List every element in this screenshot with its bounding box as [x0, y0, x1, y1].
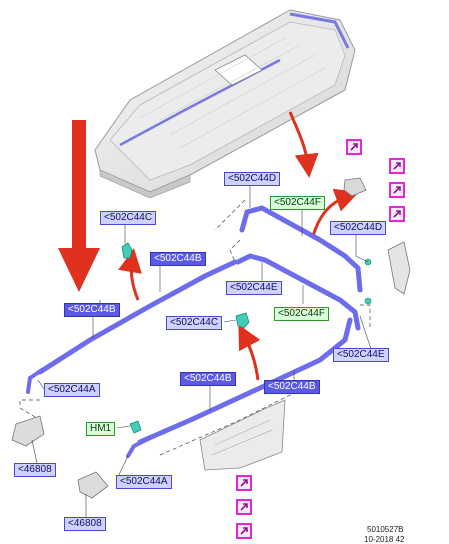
label-hm1[interactable]: HM1: [86, 422, 116, 436]
label-502c44e-mid[interactable]: <502C44E: [226, 281, 282, 295]
label-502c44c-top[interactable]: <502C44C: [100, 211, 157, 225]
bracket-part-icon-left-a: [11, 415, 45, 447]
link-pink-icon-2[interactable]: [389, 158, 405, 174]
label-502c44b-low2[interactable]: <502C44B: [264, 380, 320, 394]
bracket-part-icon-top: [343, 177, 367, 197]
vehicle-roof-illustration: [94, 9, 356, 199]
label-502c44b-mid[interactable]: <502C44B: [150, 252, 206, 266]
link-pink-icon-3[interactable]: [389, 182, 405, 198]
rail-c44a-upper: [26, 368, 44, 394]
label-502c44f-mid[interactable]: <502C44F: [274, 307, 329, 321]
label-502c44b-left[interactable]: <502C44B: [64, 303, 120, 317]
rail-c44a-lower: [126, 436, 152, 458]
clip-part-icon-right: [364, 258, 372, 305]
label-502c44d-right[interactable]: <502C44D: [330, 221, 387, 235]
label-502c44a-upper[interactable]: <502C44A: [44, 383, 100, 397]
curved-arrows: [118, 111, 360, 381]
link-pink-icon-1[interactable]: [346, 139, 362, 155]
footer-date: 10-2018 42: [364, 535, 405, 544]
rail-c44b-lower: [137, 317, 353, 445]
label-502c44d-top[interactable]: <502C44D: [224, 172, 281, 186]
link-pink-icon-5[interactable]: [236, 475, 252, 491]
label-46808-b[interactable]: <46808: [64, 517, 106, 531]
clip-part-icon-c44c-top: [121, 242, 133, 259]
footer-code: 5010527B: [367, 525, 404, 534]
link-pink-icon-4[interactable]: [389, 206, 405, 222]
rail-c44e-mid: [235, 253, 361, 331]
curved-arrow-clip: [311, 188, 360, 237]
clip-part-icon-c44c-mid: [235, 312, 250, 329]
curved-arrow-lower: [238, 324, 261, 381]
link-pink-icon-7[interactable]: [236, 523, 252, 539]
bracket-part-icon-right: [387, 241, 411, 295]
link-pink-icon-6[interactable]: [236, 499, 252, 515]
label-502c44f-top[interactable]: <502C44F: [270, 196, 325, 210]
arrow-down-big-icon: [58, 120, 100, 292]
label-502c44a-lower[interactable]: <502C44A: [116, 475, 172, 489]
curved-arrow-roof: [288, 111, 319, 178]
label-46808-a[interactable]: <46808: [14, 463, 56, 477]
rail-c44d-top: [239, 205, 363, 293]
bracket-part-icon-panel: [199, 399, 286, 471]
rail-c44b-left: [37, 259, 238, 375]
bracket-part-icon-left-b: [77, 471, 109, 499]
label-502c44e-right[interactable]: <502C44E: [333, 348, 389, 362]
label-502c44c-mid[interactable]: <502C44C: [166, 316, 223, 330]
clip-part-icon-hm1: [129, 420, 142, 434]
rail-parts: [26, 205, 363, 458]
leader-lines: [31, 185, 373, 522]
clip-parts: [11, 177, 411, 499]
guide-lines: [19, 199, 371, 456]
curved-arrow-left: [118, 248, 142, 301]
label-502c44b-low1[interactable]: <502C44B: [180, 372, 236, 386]
